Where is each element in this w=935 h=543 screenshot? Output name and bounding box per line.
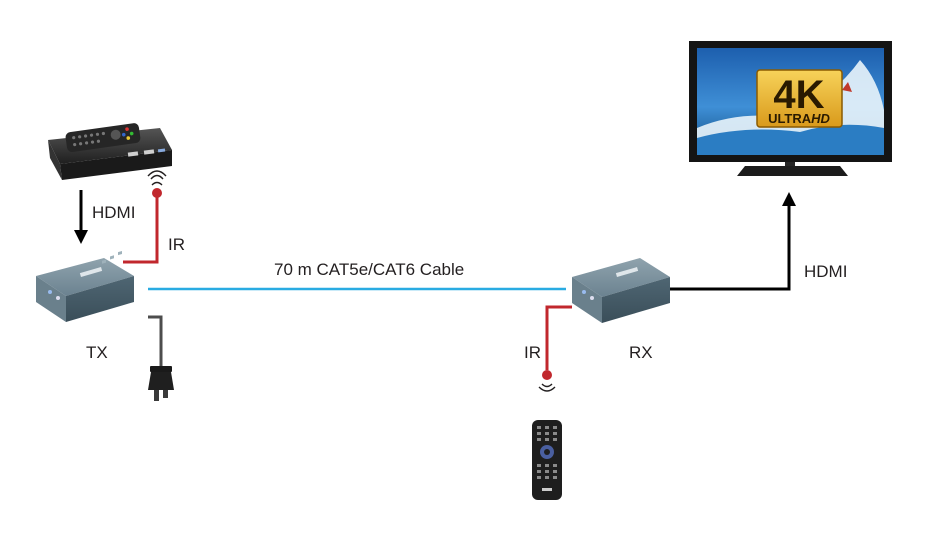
power-adapter-icon <box>148 366 174 401</box>
svg-text:ULTRAHD: ULTRAHD <box>768 111 830 126</box>
cable-label: 70 m CAT5e/CAT6 Cable <box>274 260 465 279</box>
television-icon: 4K ULTRAHD <box>689 41 892 176</box>
ir-emitter-icon <box>147 170 167 198</box>
receiver-device-icon <box>572 258 670 323</box>
transmitter-device-icon <box>36 251 134 322</box>
ir-wire-rx <box>545 305 572 370</box>
hdmi-output-wire <box>670 204 791 291</box>
rx-label: RX <box>629 343 653 362</box>
arrow-up-icon <box>782 192 796 206</box>
ir-rx-label: IR <box>524 343 541 362</box>
remote-control-icon <box>65 123 141 152</box>
power-wire <box>148 315 163 368</box>
ir-receiver-icon <box>538 370 556 392</box>
hdmi-input-label: HDMI <box>92 203 136 222</box>
ir-tx-label: IR <box>168 235 185 254</box>
tx-label: TX <box>86 343 108 362</box>
arrow-down-icon <box>74 190 88 244</box>
hdmi-output-label: HDMI <box>804 262 848 281</box>
badge-main-text: 4K <box>773 73 824 117</box>
badge-sub-b: HD <box>811 111 830 126</box>
ir-wire-tx <box>123 197 159 264</box>
remote-control-icon <box>532 420 562 500</box>
4k-ultrahd-badge: 4K ULTRAHD <box>756 69 843 128</box>
badge-sub-a: ULTRA <box>768 111 812 126</box>
